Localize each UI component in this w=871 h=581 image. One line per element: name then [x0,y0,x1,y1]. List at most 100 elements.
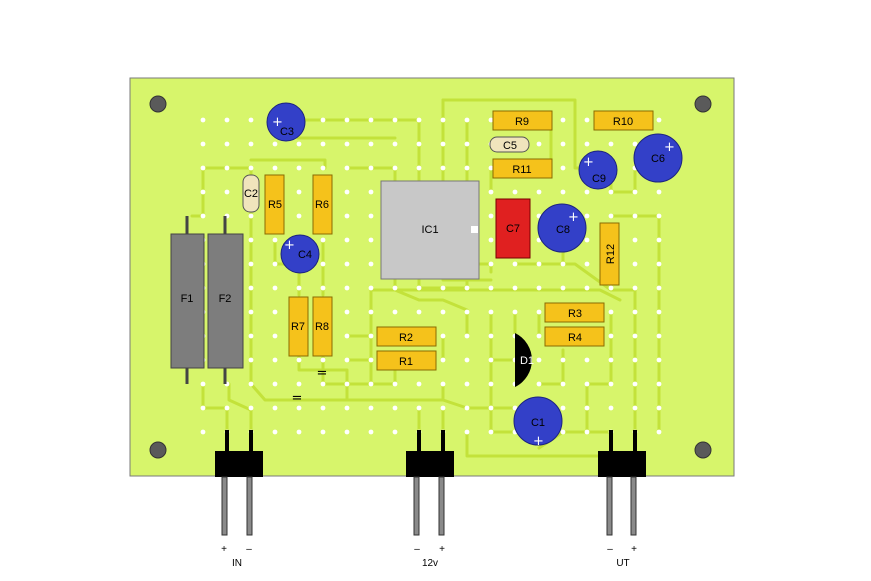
solder-pad [560,285,566,291]
solder-pad [272,237,278,243]
solder-pad [656,213,662,219]
solder-pad [584,405,590,411]
solder-pad [344,117,350,123]
solder-pad [344,285,350,291]
solder-pad [608,213,614,219]
mount-hole [694,441,712,459]
solder-pad [632,141,638,147]
capacitor-c4: + C4 [280,234,320,274]
solder-pad [536,141,542,147]
solder-pad [464,165,470,171]
solder-pad [536,189,542,195]
solder-pad [392,117,398,123]
solder-pad [344,333,350,339]
solder-pad [224,189,230,195]
solder-pad [320,381,326,387]
mount-hole [149,95,167,113]
solder-pad [296,405,302,411]
capacitor-c1: + C1 [513,396,563,449]
solder-pad [464,117,470,123]
capacitor-c4-label: C4 [298,249,312,261]
solder-pad [632,213,638,219]
mount-hole [149,441,167,459]
resistor-r12: R12 [599,222,620,286]
solder-pad [320,357,326,363]
solder-pad [392,381,398,387]
solder-pad [224,165,230,171]
resistor-r11: R11 [492,158,553,179]
solder-pad [344,165,350,171]
capacitor-c8: + C8 [537,203,587,253]
solder-pad [368,213,374,219]
connector-ut-pin-left: – [607,544,613,555]
polarity-plus-icon: + [664,140,675,155]
solder-pad [632,285,638,291]
connector-ut-pin-right: + [631,544,637,555]
resistor-r2-label: R2 [399,332,413,344]
solder-pad [488,237,494,243]
solder-pad [464,309,470,315]
solder-pad [608,309,614,315]
pad-grid [200,117,662,435]
resistor-r12-label: R12 [605,244,617,264]
solder-pad [560,381,566,387]
solder-pad [344,309,350,315]
solder-pad [488,165,494,171]
connector-in-pin-left: + [221,544,227,555]
connector-12v-label: 12v [422,558,438,569]
solder-pad [488,285,494,291]
solder-pad [344,405,350,411]
solder-pad [272,405,278,411]
solder-pad [440,117,446,123]
resistor-r6: R6 [312,174,333,235]
solder-pad [584,381,590,387]
resistor-r11-label: R11 [512,164,531,176]
capacitor-c8-label: C8 [556,224,570,236]
solder-pad [320,429,326,435]
solder-pad [440,141,446,147]
solder-pad [368,381,374,387]
solder-pad [560,357,566,363]
solder-pad [608,357,614,363]
capacitor-c6: + C6 [633,133,683,183]
solder-pad [416,117,422,123]
capacitor-c5: C5 [489,136,530,153]
solder-pad [632,237,638,243]
solder-pad [464,333,470,339]
solder-pad [512,189,518,195]
solder-pad [536,285,542,291]
solder-pad [248,213,254,219]
solder-pad [512,405,518,411]
solder-pad [368,333,374,339]
solder-pad [296,429,302,435]
solder-pad [296,381,302,387]
solder-pad [368,237,374,243]
solder-pad [368,357,374,363]
solder-pad [368,261,374,267]
solder-pad [656,285,662,291]
solder-pad [344,213,350,219]
solder-pad [296,165,302,171]
solder-pad [248,261,254,267]
solder-pad [248,405,254,411]
solder-pad [200,189,206,195]
solder-pad [248,165,254,171]
solder-pad [440,285,446,291]
solder-pad [368,141,374,147]
solder-pad [632,189,638,195]
solder-pad [464,429,470,435]
solder-pad [296,141,302,147]
solder-pad [368,309,374,315]
resistor-r8-label: R8 [315,321,329,333]
solder-pad [248,141,254,147]
solder-pad [440,165,446,171]
pin1-marker [471,226,478,233]
solder-pad [656,309,662,315]
solder-pad [248,357,254,363]
connector-12v: – + 12v [406,430,454,569]
ic-ic1: IC1 [380,180,480,280]
solder-pad [608,189,614,195]
capacitor-c9-label: C9 [592,173,606,185]
solder-pad [464,141,470,147]
